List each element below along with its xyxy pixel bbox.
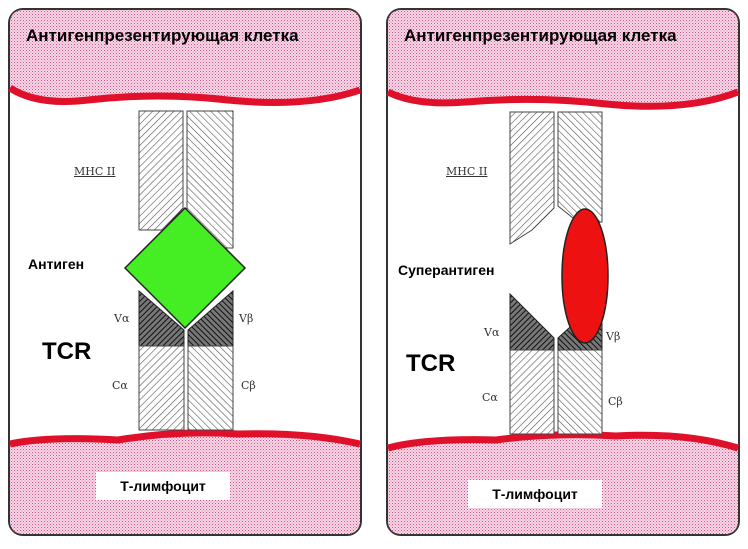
apc-membrane (386, 88, 740, 110)
apc-cytoplasm (388, 10, 738, 107)
c-beta-label: Cβ (241, 379, 256, 392)
tcr-c-alpha (138, 345, 185, 431)
tcell-membrane (387, 431, 740, 452)
tcr-c-alpha (509, 349, 555, 435)
panel-superantigen: Антигенпрезентирующая клетка MHC II Супе… (386, 8, 740, 536)
c-beta-label: Cβ (608, 395, 623, 408)
antigen-diamond (123, 206, 247, 330)
c-alpha-label: Cα (112, 379, 128, 392)
mhc-label: MHC II (74, 165, 116, 178)
superantigen-ellipse (561, 208, 609, 344)
tcell-membrane (9, 429, 361, 448)
apc-membrane (8, 85, 362, 106)
superantigen-label: Суперантиген (398, 262, 495, 278)
tcell-label: Т-лимфоцит (96, 472, 230, 500)
v-beta-label: Vβ (239, 312, 254, 325)
tcr-c-beta (187, 345, 234, 431)
panel-antigen: Антигенпрезентирующая клетка MHC II Анти… (8, 8, 362, 536)
apc-title: Антигенпрезентирующая клетка (26, 26, 299, 45)
antigen-diagram (8, 8, 362, 536)
mhc-alpha-chain (509, 111, 555, 245)
v-beta-label: Vβ (606, 330, 621, 343)
apc-title: Антигенпрезентирующая клетка (404, 26, 677, 45)
tcr-label: TCR (42, 338, 92, 365)
tcell-label: Т-лимфоцит (468, 480, 602, 508)
tcr-c-beta (557, 349, 603, 435)
v-alpha-label: Vα (484, 326, 500, 339)
apc-cytoplasm (10, 10, 360, 103)
mhc-beta-chain (557, 111, 603, 223)
mhc-alpha-chain (138, 110, 184, 231)
superantigen-diagram (386, 8, 740, 536)
mhc-label: MHC II (446, 165, 488, 178)
antigen-label: Антиген (28, 256, 85, 272)
v-alpha-label: Vα (114, 312, 130, 325)
tcr-label: TCR (406, 350, 456, 377)
c-alpha-label: Cα (482, 391, 498, 404)
